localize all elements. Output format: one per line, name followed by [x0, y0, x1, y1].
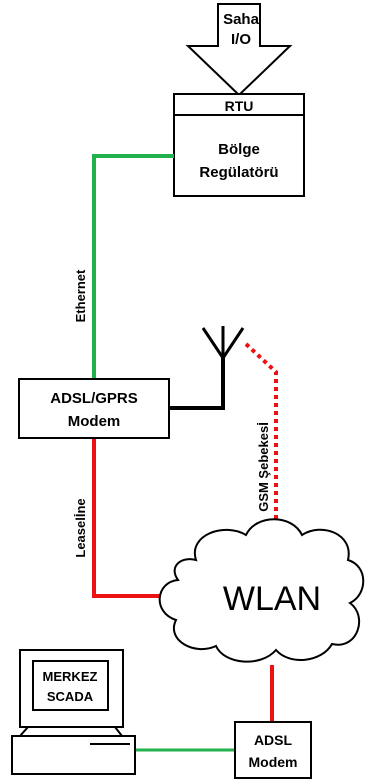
- modem-gprs-line1: ADSL/GPRS: [50, 390, 138, 407]
- wlan-cloud: WLAN: [158, 518, 365, 663]
- adsl-modem-line1: ADSL: [254, 732, 293, 748]
- antenna-icon: [168, 326, 245, 410]
- scada-line2: SCADA: [47, 689, 94, 704]
- leased-line-label: Leaselİne: [73, 498, 88, 557]
- scada-computer-icon: MERKEZ SCADA: [11, 649, 136, 775]
- scada-line1: MERKEZ: [43, 669, 98, 684]
- adsl-gprs-modem-box: ADSL/GPRS Modem: [18, 378, 170, 439]
- field-io-arrow: Saha I/O: [185, 3, 293, 97]
- ethernet-link: [92, 154, 174, 379]
- wlan-label: WLAN: [223, 580, 321, 618]
- monitor-screen: [32, 660, 109, 711]
- ethernet-label: Ethernet: [73, 269, 88, 322]
- gsm-label: GSM Şebekesİ: [256, 422, 271, 512]
- rtu-name-line1: Bölge: [218, 141, 260, 158]
- field-io-label-2: I/O: [231, 31, 251, 48]
- rtu-box: RTU Bölge Regülatörü: [173, 93, 305, 197]
- modem-gprs-line2: Modem: [68, 413, 121, 430]
- adsl-modem-box: ADSL Modem: [234, 721, 312, 779]
- rtu-header: RTU: [225, 98, 254, 114]
- arrow-shape: [185, 3, 293, 97]
- adsl-modem-line2: Modem: [249, 754, 298, 770]
- monitor-stand: [17, 726, 125, 737]
- computer-case: [11, 735, 136, 775]
- leased-line-link: [92, 438, 172, 598]
- rtu-name-line2: Regülatörü: [199, 164, 278, 181]
- gsm-link: [244, 342, 278, 540]
- field-io-label-1: Saha: [223, 11, 260, 28]
- cloud-shape: [158, 518, 365, 663]
